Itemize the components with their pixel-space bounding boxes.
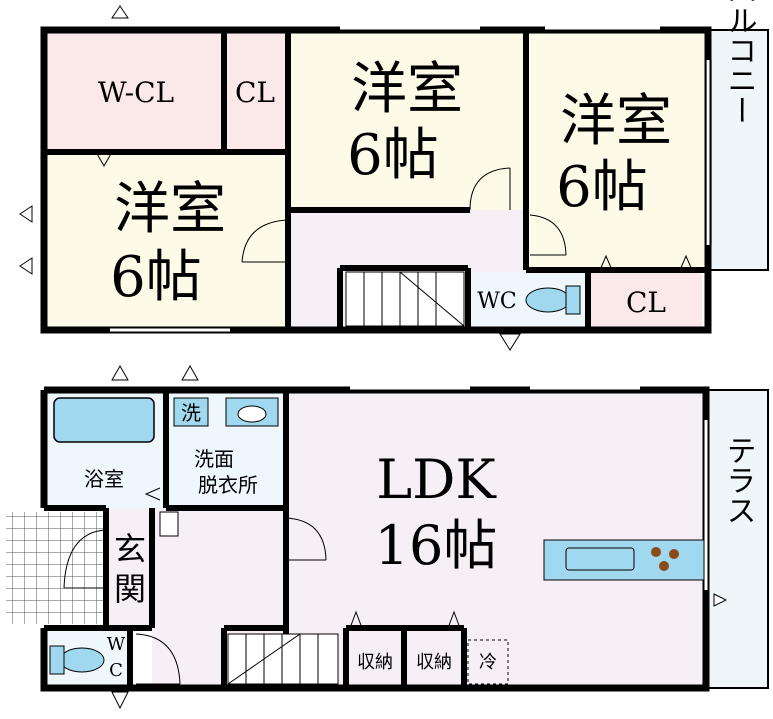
bedroom-middle-size: 6帖 — [347, 123, 439, 188]
small-closet — [226, 30, 288, 152]
wcl-label: W-CL — [98, 76, 174, 109]
ldk — [286, 390, 706, 688]
bedroom-right — [526, 30, 708, 270]
bedroom-right-name: 洋室 — [560, 89, 672, 154]
lower-stairs — [227, 633, 339, 685]
terrace — [708, 390, 768, 688]
upper-cl-wc — [590, 272, 702, 328]
upper-stairs — [345, 271, 465, 327]
upper-toilet-icon — [525, 285, 581, 315]
lower-wc-label-2: C — [109, 660, 123, 681]
stove-burner-icon — [651, 547, 661, 557]
storage-label-1: 収納 — [357, 652, 393, 673]
bedroom-left-size: 6帖 — [110, 245, 202, 310]
small-cl-label: CL — [235, 76, 275, 109]
entry-markers — [19, 5, 728, 710]
washer-icon — [173, 397, 209, 427]
upper-cl-label: CL — [626, 286, 666, 319]
kitchen-counter — [543, 539, 705, 581]
ldk-name: LDK — [376, 448, 497, 511]
balcony-label: バルコニー — [722, 0, 757, 125]
storage-label-2: 収納 — [416, 652, 452, 673]
balcony — [710, 30, 768, 270]
entrance — [106, 508, 152, 626]
bedroom-middle-name: 洋室 — [351, 57, 463, 122]
washroom-label-2: 脱衣所 — [198, 473, 258, 497]
lower-toilet-icon — [49, 645, 105, 675]
bathtub-icon — [53, 397, 155, 443]
upper-wc-label: WC — [477, 289, 516, 314]
second-floor: W-CL CL 洋室 6帖 洋室 6帖 洋室 6帖 バルコニー WC CL — [40, 0, 769, 334]
terrace-label: テラス — [721, 435, 756, 525]
wash-basin-icon — [225, 397, 279, 427]
fridge-label: 冷 — [479, 652, 497, 673]
bedroom-middle — [288, 30, 526, 210]
bedroom-right-size: 6帖 — [556, 155, 648, 220]
lower-wc-label-1: W — [107, 634, 126, 655]
washer-label: 洗 — [181, 401, 201, 425]
entrance-label-2: 関 — [114, 570, 146, 608]
entrance-label-1: 玄 — [114, 530, 146, 568]
washroom-label-1: 洗面 — [194, 447, 234, 471]
ldk-size: 16帖 — [375, 514, 498, 577]
entry-tile — [6, 512, 104, 624]
wcl-closet — [44, 30, 224, 152]
bath-label: 浴室 — [84, 467, 124, 491]
fridge-space — [467, 639, 509, 685]
first-floor: 洗 — [6, 386, 769, 692]
bedroom-left-name: 洋室 — [114, 177, 226, 242]
